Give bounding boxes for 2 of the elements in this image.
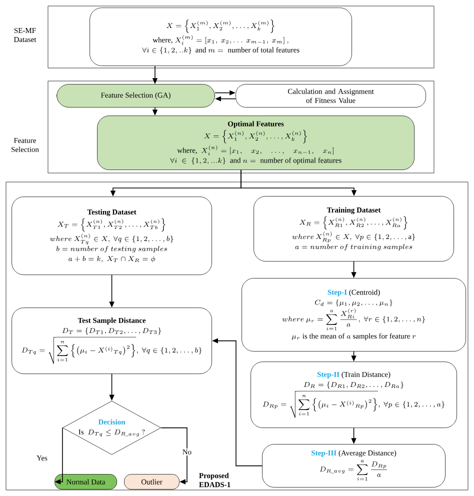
arrow <box>160 427 188 484</box>
formula-box: $X=\left\{X_1^{(m)},X_2^{(m)},\ldots,X_k^{(m)}\right\}$ $\text{where, } X_i^{(m)}=\left[x_1,\ x_2,\ldots\ x_{m-1},\ x_m\right],$ $\forall i\in\left\{1,2,..k\right\}\text{ and } m=\text{ number of total features}$ <box>90 8 352 66</box>
